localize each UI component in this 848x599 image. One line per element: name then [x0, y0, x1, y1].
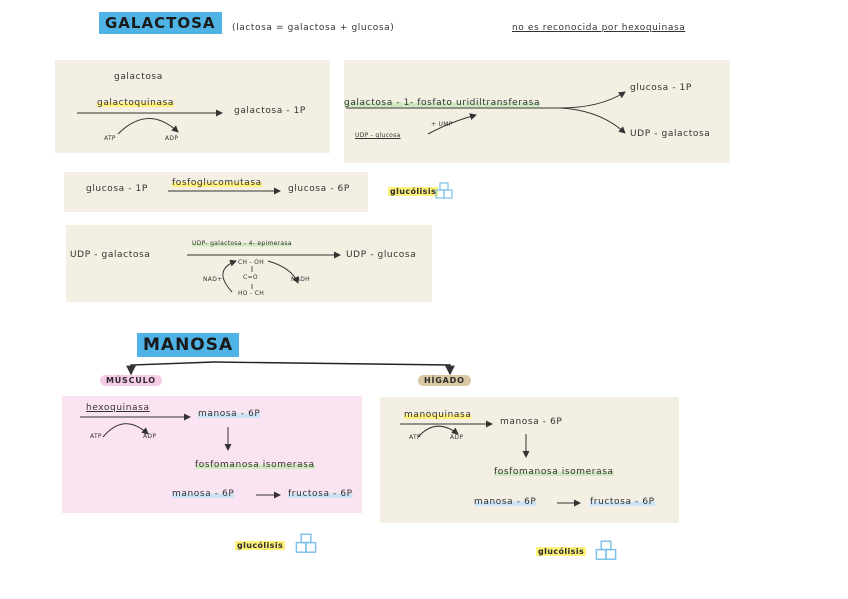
musculo-label: MÚSCULO [100, 375, 162, 386]
box2-product-bottom: UDP - galactosa [630, 129, 711, 139]
box4-inner-bottom: HO - CH [238, 290, 265, 297]
epimerasa-box [66, 225, 432, 302]
box1-adp: ADP [165, 135, 179, 142]
musculo-enzyme: hexoquinasa [86, 403, 150, 413]
box3-substrate: glucosa - 1P [86, 184, 148, 194]
galactosa-subtitle: (lactosa = galactosa + glucosa) [232, 23, 395, 33]
box3-glycolysis: glucólisis [388, 187, 439, 196]
box4-substrate: UDP - galactosa [70, 250, 151, 260]
higado-reaction-right: fructosa - 6P [590, 497, 655, 507]
musculo-isomerase: fosfomanosa isomerasa [195, 460, 315, 470]
box4-nad: NAD+ [203, 276, 223, 283]
manosa-title: MANOSA [137, 333, 240, 357]
box1-atp: ATP [104, 135, 116, 142]
box1-product: galactosa - 1P [234, 106, 306, 116]
musculo-reaction-left: manosa - 6P [172, 489, 235, 499]
higado-reaction-left: manosa - 6P [474, 497, 537, 507]
box3-enzyme: fosfoglucomutasa [172, 178, 262, 188]
uridiltransferasa-box [344, 60, 730, 163]
box4-inner-top: CH - OH [238, 259, 265, 266]
higado-product: manosa - 6P [500, 417, 563, 427]
higado-adp: ADP [450, 434, 464, 441]
cube-icon [595, 540, 617, 560]
higado-isomerase: fosfomanosa isomerasa [494, 467, 614, 477]
cube-icon [435, 182, 453, 199]
box1-substrate: galactosa [114, 72, 163, 82]
box4-nadh: NADH [291, 276, 310, 283]
box2-product-top: glucosa - 1P [630, 83, 692, 93]
box2-input: UDP - glucosa [355, 132, 401, 139]
higado-label: HÍGADO [418, 375, 471, 386]
box4-enzyme: UDP- galactosa - 4- epimerasa [192, 240, 292, 247]
cube-icon [295, 533, 317, 553]
musculo-glycolysis: glucólisis [235, 541, 286, 550]
box4-inner-mid: C=O [243, 274, 258, 281]
musculo-product: manosa - 6P [198, 409, 261, 419]
musculo-atp: ATP [90, 433, 102, 440]
musculo-reaction-right: fructosa - 6P [288, 489, 353, 499]
higado-atp: ATP [409, 434, 421, 441]
box4-product: UDP - glucosa [346, 250, 417, 260]
box2-enzyme: galactosa - 1- fosfato uridiltransferasa [344, 98, 541, 108]
box3-product: glucosa - 6P [288, 184, 350, 194]
galactosa-title: GALACTOSA [99, 12, 222, 34]
galactosa-note: no es reconocida por hexoquinasa [512, 23, 686, 33]
musculo-adp: ADP [143, 433, 157, 440]
box2-side: + UMP [431, 121, 453, 128]
box1-enzyme: galactoquinasa [97, 98, 174, 108]
higado-glycolysis: glucólisis [536, 547, 587, 556]
higado-enzyme: manoquinasa [404, 410, 472, 420]
